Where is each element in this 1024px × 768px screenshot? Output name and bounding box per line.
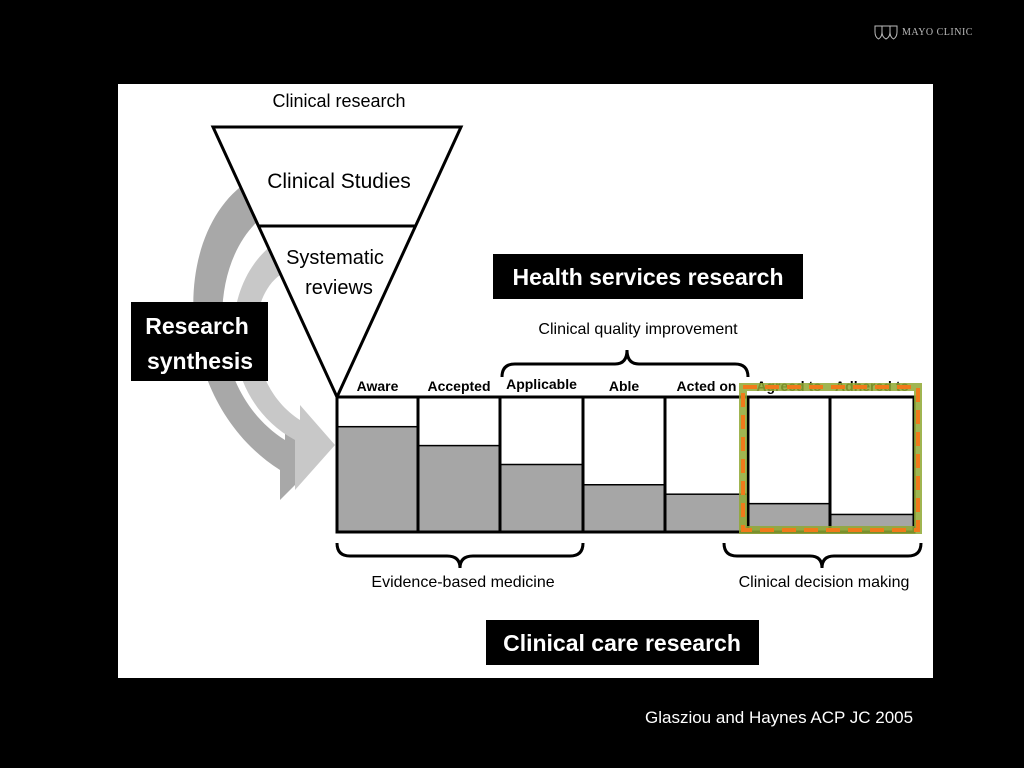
stage-bar-box (830, 397, 914, 532)
evidence-based-medicine-brace (335, 542, 585, 569)
stage-label: Accepted (427, 378, 490, 394)
stage-label: Aware (357, 378, 399, 394)
stage-bar-fill (499, 463, 584, 533)
research-synthesis-box (131, 302, 268, 381)
funnel-level-systematic: Systematic (286, 247, 384, 269)
clinical-quality-improvement-label: Clinical quality improvement (538, 321, 738, 338)
stage-bar-fill (582, 484, 666, 533)
logo-text: MAYO CLINIC (902, 26, 973, 38)
diagram: Clinical research Clinical Studies Syste… (131, 91, 923, 665)
funnel-triangle (210, 125, 464, 401)
stage-bar-fill (664, 493, 749, 533)
stage-bar-fill (336, 425, 419, 533)
stage-label: Able (609, 378, 640, 394)
health-services-research-label: Health services research (512, 264, 783, 290)
stage-bar-fill (417, 444, 501, 533)
clinical-care-research-label: Clinical care research (503, 630, 741, 656)
funnel-level-clinical-studies: Clinical Studies (267, 170, 411, 193)
stage-label: Applicable (506, 376, 577, 392)
funnel-title: Clinical research (272, 91, 405, 111)
highlight-dashes (741, 385, 920, 532)
clinical-care-research-box (486, 620, 759, 665)
health-services-research-box (493, 254, 803, 299)
clinical-decision-making-brace (722, 542, 923, 569)
mayo-shields-icon (874, 25, 898, 40)
funnel-level-reviews: reviews (305, 277, 373, 299)
stage-label: Acted on (677, 378, 737, 394)
diagram-panel: Clinical research Clinical Studies Syste… (118, 84, 933, 678)
clinical-decision-making-label: Clinical decision making (739, 574, 910, 591)
top-brace (500, 349, 750, 378)
citation: Glasziou and Haynes ACP JC 2005 (645, 708, 914, 727)
evidence-based-medicine-label: Evidence-based medicine (371, 574, 554, 591)
research-synthesis-line2: synthesis (147, 348, 253, 374)
research-synthesis-line1: Research (145, 313, 249, 339)
mayo-clinic-logo: MAYO CLINIC (874, 24, 973, 40)
